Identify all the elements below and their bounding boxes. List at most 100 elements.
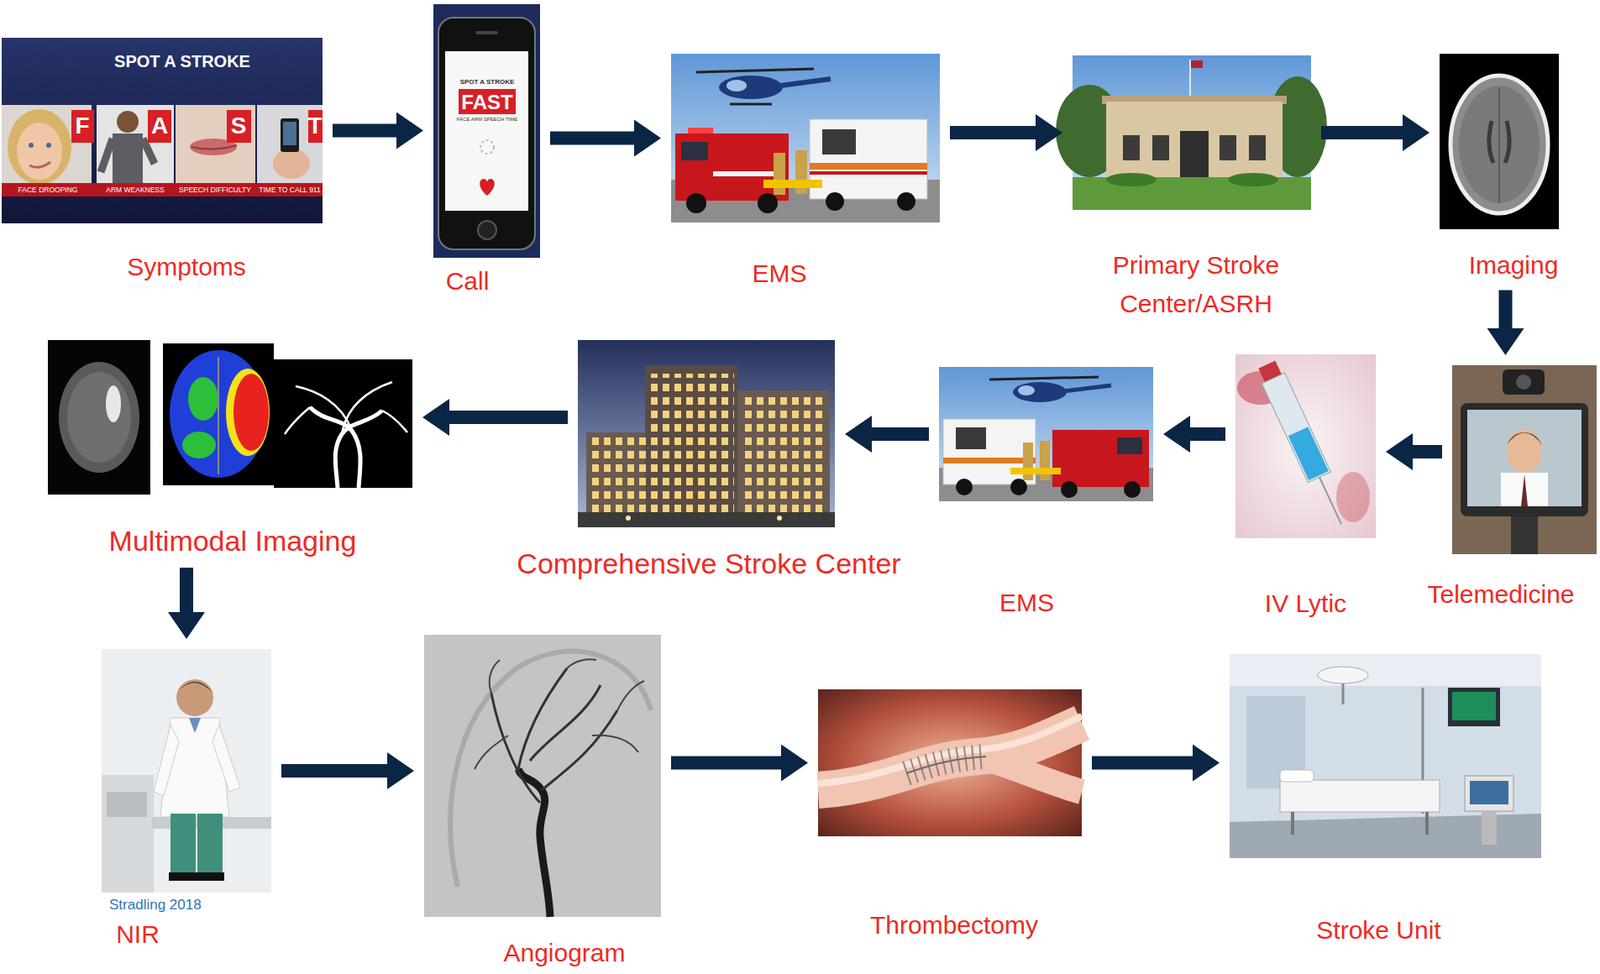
icu-room-photo [1469, 781, 1509, 805]
image-panel: Imaging [1439, 53, 1559, 230]
phone-illustration [438, 17, 536, 250]
ems-photo [1010, 478, 1028, 496]
mri-panels [309, 407, 361, 488]
image-panel: Comprehensive Stroke Center [577, 340, 835, 528]
phone-illustration [433, 4, 541, 258]
mri-panels [58, 361, 140, 473]
step-caption: Comprehensive Stroke Center [516, 547, 901, 581]
phone-illustration [477, 220, 497, 240]
telemedicine-robot [1452, 365, 1597, 555]
hospital-photo [740, 397, 827, 513]
poster-text: SPEECH DIFFICULTY [178, 186, 252, 195]
flow-arrow [1499, 290, 1513, 330]
ems-photo [763, 179, 823, 189]
ems-photo [943, 457, 1036, 464]
credit-note: Stradling 2018 [109, 897, 202, 914]
ems-photo [1010, 467, 1061, 475]
hospital-photo [1248, 135, 1266, 161]
ems-photo [1117, 437, 1143, 455]
angiogram-image [518, 769, 551, 918]
fast-poster [1, 37, 323, 224]
ems-photo [757, 193, 778, 214]
flow-arrow [1321, 125, 1403, 140]
ems-photo [809, 171, 928, 175]
image-panel: EMS [671, 53, 940, 223]
flow-arrow [449, 410, 568, 425]
fast-poster [16, 122, 63, 180]
telemedicine-robot [1460, 403, 1589, 517]
fast-poster [147, 110, 172, 143]
hospital-photo [1219, 135, 1237, 161]
connectors [186, 131, 1506, 772]
stent-retriever-illustration [818, 689, 1082, 837]
mri-panels [182, 431, 216, 459]
hospital-photo [577, 340, 835, 528]
angiogram-image [424, 634, 661, 918]
mri-panels [284, 382, 408, 435]
flow-arrow [1190, 427, 1226, 441]
fast-poster [308, 110, 323, 143]
doctor-photo [176, 681, 214, 693]
mri-panels [47, 340, 413, 495]
fast-poster [29, 162, 51, 168]
syringe-photo [1235, 354, 1376, 539]
image-panel: Call [433, 4, 541, 258]
syringe-photo [1235, 354, 1376, 539]
hospital-photo [587, 436, 647, 513]
phone-illustration [458, 89, 516, 115]
step-caption: Thrombectomy [870, 911, 1039, 941]
doctor-photo [101, 649, 272, 893]
telemedicine-robot [1516, 374, 1532, 390]
mri-panels [217, 356, 220, 475]
angiogram-image [450, 651, 651, 887]
step-caption: Imaging [1468, 251, 1559, 281]
poster-text: S [230, 112, 247, 140]
ems-photo [1060, 481, 1078, 499]
ems-photo [955, 478, 973, 496]
step-caption: Symptoms [126, 252, 247, 283]
flow-arrow [671, 756, 782, 771]
image-panel: Thrombectomy [818, 689, 1082, 837]
icu-room-photo [1317, 666, 1369, 684]
ems-photo [671, 53, 940, 223]
hospital-photo [776, 515, 782, 521]
syringe-photo [1336, 472, 1370, 523]
flow-arrow [550, 131, 635, 146]
ct-scan [1439, 53, 1559, 230]
step-caption: Primary Stroke Center/ASRH [1070, 246, 1322, 324]
ems-photo [686, 193, 707, 214]
hospital-photo [1055, 55, 1328, 210]
poster-text: FACE ARM SPEECH TIME [456, 116, 519, 123]
poster-text: SPOT A STROKE [460, 78, 515, 86]
syringe-photo [1261, 372, 1331, 483]
ems-photo [1017, 385, 1035, 396]
flow-arrow [332, 124, 397, 138]
ems-photo [671, 53, 940, 223]
fast-poster [1, 37, 323, 224]
fast-poster [272, 148, 310, 179]
icu-room-photo [1280, 770, 1314, 782]
image-panel: IV Lytic [1235, 354, 1376, 539]
hospital-photo [648, 373, 735, 513]
poster-text: SPOT A STROKE [114, 52, 251, 72]
telemedicine-robot [1506, 429, 1543, 473]
ems-photo [687, 127, 714, 134]
hospital-photo [586, 432, 650, 517]
ems-photo [1012, 382, 1067, 403]
mri-panels [162, 343, 274, 486]
ems-photo [726, 79, 747, 92]
fast-poster [175, 104, 256, 184]
stent-retriever-illustration [906, 756, 987, 774]
doctor-photo [170, 813, 196, 875]
stent-retriever-illustration [818, 716, 1082, 784]
fast-poster [226, 110, 252, 143]
hospital-photo [577, 512, 835, 528]
flow-arrow [281, 764, 388, 778]
fast-poster [96, 104, 174, 184]
doctor-photo [106, 792, 147, 818]
mri-panels [188, 377, 219, 421]
syringe-photo [1288, 426, 1329, 481]
ems-photo [1022, 442, 1034, 481]
